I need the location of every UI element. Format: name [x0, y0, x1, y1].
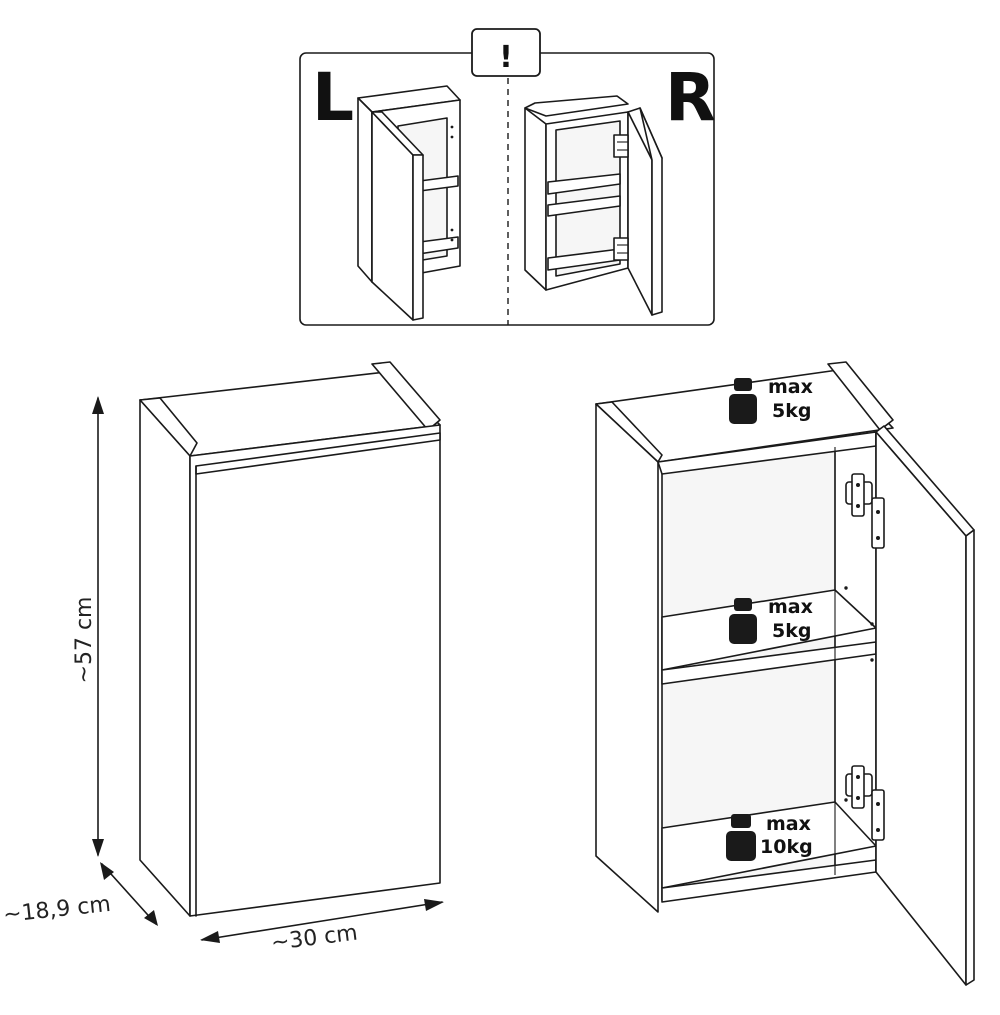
warning-mark: !	[499, 40, 513, 75]
load-max-label: max	[766, 813, 811, 835]
load-max-label: max	[768, 596, 813, 618]
load-max-label: max	[768, 376, 813, 398]
width-label: ~30 cm	[270, 921, 359, 956]
right-hinge-letter: R	[665, 59, 716, 136]
load-value-label: 5kg	[772, 620, 811, 642]
orientation-panel: ! L R	[299, 28, 716, 326]
depth-label: ~18,9 cm	[2, 892, 112, 928]
width-dimension: ~30 cm	[200, 899, 444, 956]
load-value-label: 5kg	[772, 400, 811, 422]
weight-icon	[729, 598, 757, 644]
left-hinge-cabinet	[357, 85, 461, 321]
height-label: ~57 cm	[72, 597, 97, 684]
lower-hinge	[845, 765, 885, 841]
right-hinge-cabinet	[524, 95, 663, 316]
weight-icon	[729, 378, 757, 424]
weight-icon	[726, 814, 756, 861]
upper-hinge	[845, 473, 885, 549]
bottom-load-limit: max 10kg	[726, 813, 813, 861]
left-hinge-letter: L	[312, 59, 354, 136]
depth-dimension: ~18,9 cm	[2, 862, 158, 928]
middle-load-limit: max 5kg	[729, 596, 813, 644]
warning-icon: !	[471, 28, 541, 77]
load-value-label: 10kg	[760, 836, 813, 858]
top-load-limit: max 5kg	[729, 376, 813, 424]
closed-cabinet	[139, 361, 441, 917]
open-cabinet: max 5kg max 5kg max 10kg	[595, 361, 975, 986]
height-dimension: ~57 cm	[72, 396, 104, 857]
